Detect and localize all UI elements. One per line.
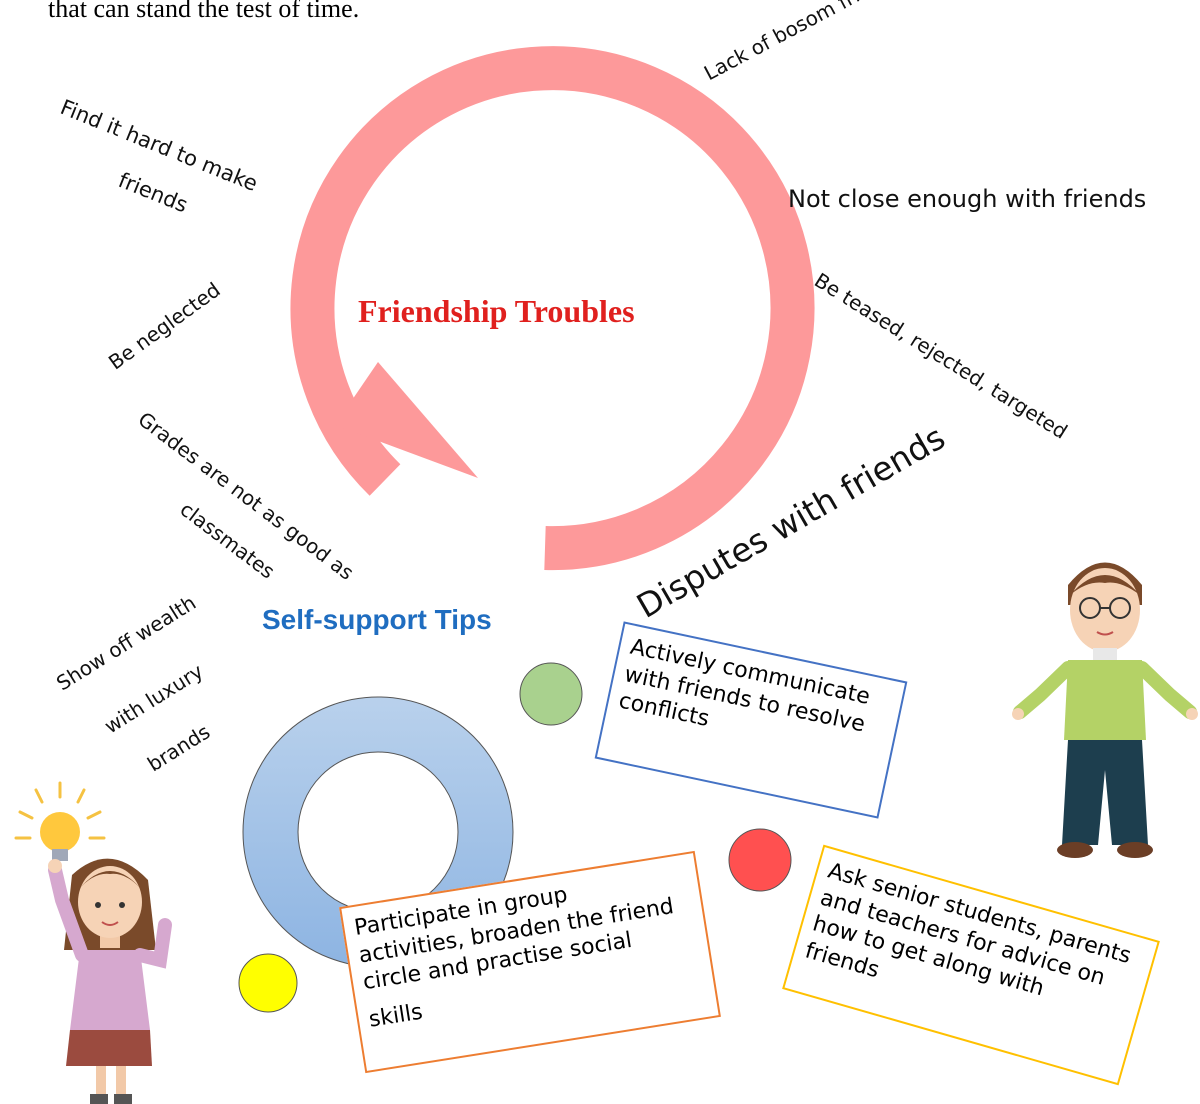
intro-text: that can stand the test of time. [48, 0, 360, 23]
boy-illustration [1012, 562, 1198, 858]
cycle-arrow-icon [290, 46, 815, 571]
diagram-title: Friendship Troubles [358, 293, 635, 329]
red-dot [728, 828, 792, 892]
lightbulb-icon [14, 781, 106, 861]
green-dot [519, 662, 583, 726]
label-not-close: Not close enough with friends [788, 185, 1147, 213]
girl-illustration [48, 858, 172, 1104]
yellow-dot [238, 953, 298, 1013]
tips-heading: Self-support Tips [262, 604, 492, 635]
